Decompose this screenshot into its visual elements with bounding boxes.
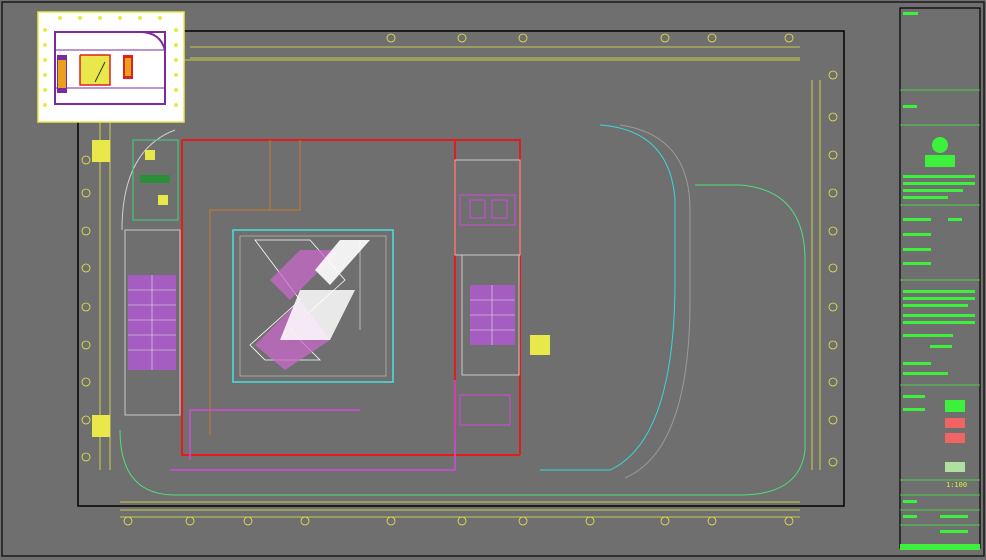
left-curve [121, 129, 176, 231]
grid-bubbles-right [828, 70, 838, 467]
key-plan-minimap [37, 11, 185, 123]
dimension-lines-bottom [120, 501, 800, 518]
site-boundary-cyan [540, 124, 676, 471]
grid-bubbles-left [81, 155, 91, 462]
grid-bubbles-bottom [123, 516, 794, 526]
site-boundary-gray [619, 124, 691, 479]
dimension-lines-top [118, 46, 800, 61]
piping-brown [209, 140, 301, 435]
central-atrium [232, 229, 394, 383]
dimension-lines-right [811, 80, 821, 470]
left-service-block [92, 139, 181, 437]
drawing-frame [77, 30, 845, 507]
piping-purple [170, 380, 456, 471]
grid-bubbles-top [386, 33, 794, 43]
site-boundary-green [119, 184, 806, 496]
right-core [454, 159, 550, 426]
title-block [899, 7, 981, 550]
scale-value: 1:100 [946, 481, 968, 489]
